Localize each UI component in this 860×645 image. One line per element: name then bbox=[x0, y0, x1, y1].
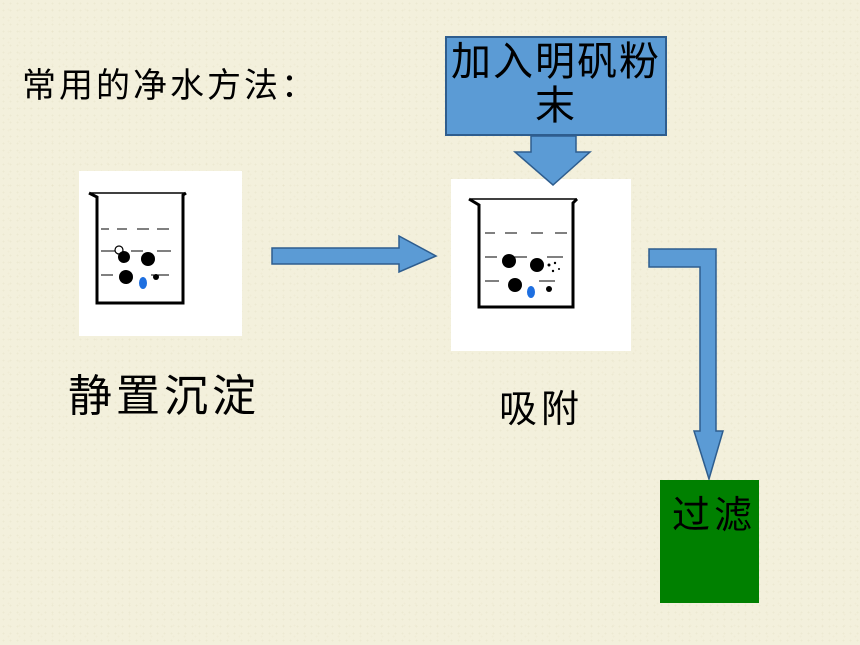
arrow-down-to-filter bbox=[648, 248, 724, 482]
beaker-adsorption-card bbox=[451, 179, 631, 351]
arrow-down-alum bbox=[512, 135, 592, 186]
arrow-right-settle-to-adsorb bbox=[271, 234, 438, 274]
adsorption-label: 吸附 bbox=[499, 387, 584, 431]
beaker-settling-card bbox=[79, 171, 242, 336]
beaker-adsorption-icon bbox=[468, 197, 579, 309]
filter-box: 过滤 bbox=[660, 480, 759, 603]
beaker-settling-icon bbox=[88, 191, 187, 305]
heading-text: 常用的净水方法： bbox=[22, 66, 318, 106]
settling-label: 静置沉淀 bbox=[68, 371, 260, 422]
add-alum-box: 加入明矾粉末 bbox=[445, 36, 667, 136]
